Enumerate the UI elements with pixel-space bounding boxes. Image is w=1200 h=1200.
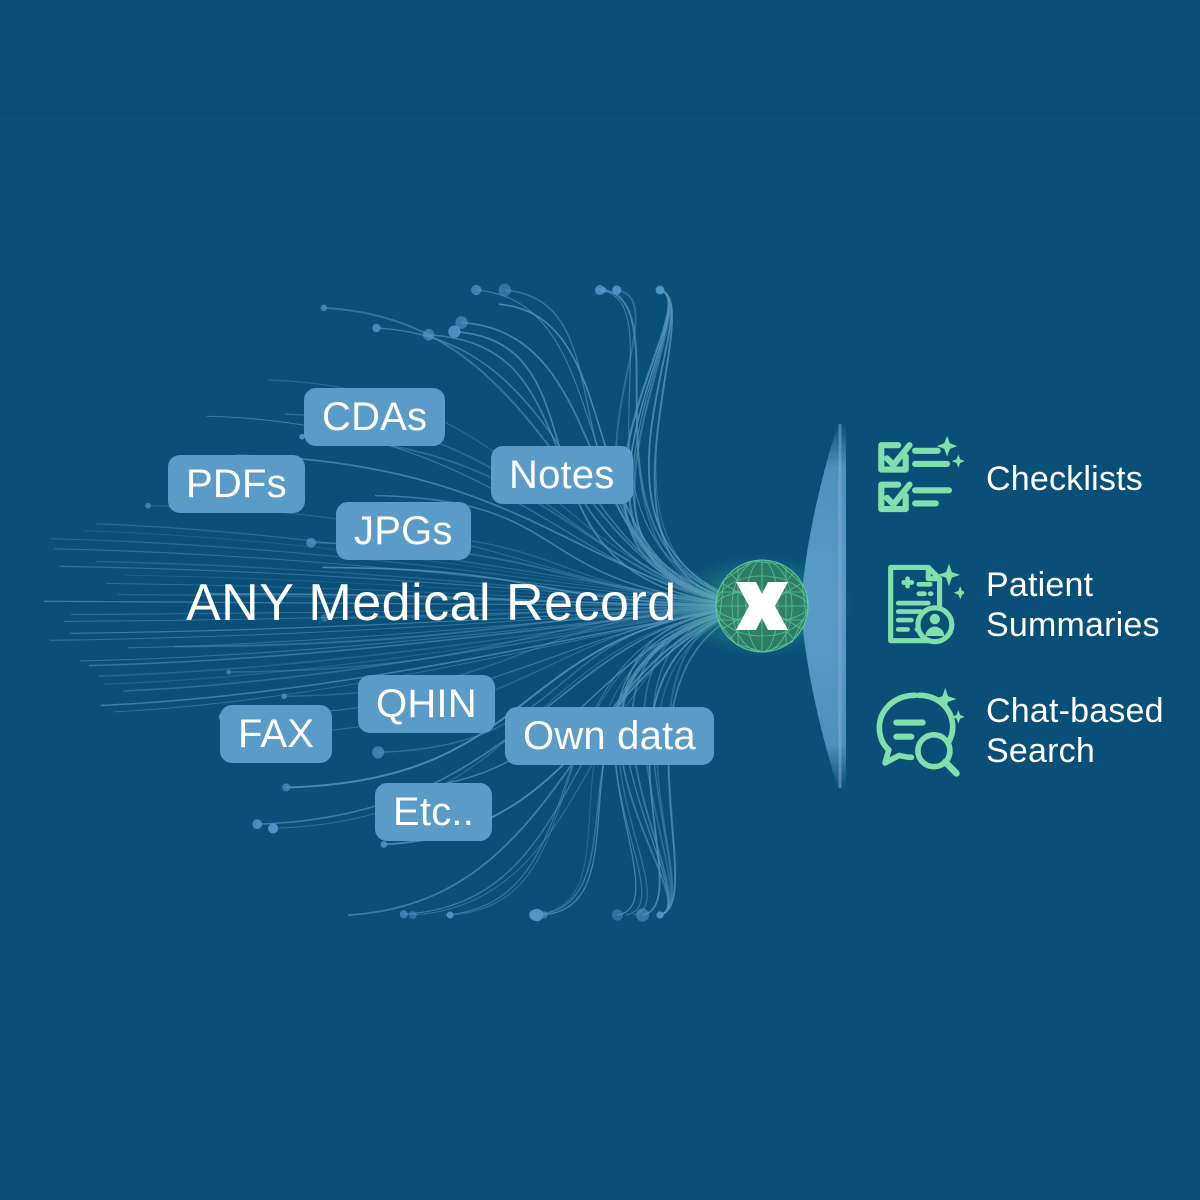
source-pill-own-data[interactable]: Own data (505, 707, 714, 765)
source-line-endpoint-dot (299, 433, 305, 440)
source-line-endpoint-dot (408, 910, 417, 920)
source-line-endpoint-dot (281, 693, 287, 700)
source-line-endpoint-dot (282, 783, 291, 792)
page-title: ANY Medical Record (186, 574, 677, 632)
checklist-sparkle-icon (870, 432, 965, 526)
source-line-endpoint-dot (498, 283, 512, 297)
source-line-endpoint-dot (252, 819, 263, 830)
source-line (613, 606, 754, 916)
source-line-endpoint-dot (448, 325, 461, 338)
source-line-endpoint-dot (320, 613, 329, 622)
source-line-endpoint-dot (540, 911, 548, 919)
source-line-endpoint-dot (372, 323, 381, 333)
source-pill-qhin[interactable]: QHIN (358, 675, 495, 733)
top-divider (0, 118, 1200, 119)
source-line (631, 606, 754, 916)
source-pill-etc[interactable]: Etc.. (375, 783, 493, 841)
source-line (617, 606, 754, 916)
source-line-endpoint-dot (594, 285, 605, 295)
source-line (537, 605, 754, 916)
source-line-endpoint-dot (635, 908, 650, 922)
source-line (286, 605, 754, 789)
source-pill-jpgs[interactable]: JPGs (336, 502, 471, 560)
source-line (534, 606, 754, 916)
source-line-endpoint-dot (399, 910, 408, 919)
source-line (543, 606, 754, 916)
source-pill-fax[interactable]: FAX (220, 705, 333, 763)
source-line-endpoint-dot (306, 537, 317, 548)
source-line (599, 289, 754, 606)
source-line-endpoint-dot (372, 746, 385, 759)
source-line (207, 592, 754, 607)
source-line (619, 606, 754, 916)
source-line-endpoint-dot (471, 284, 482, 296)
source-line-endpoint-dot (145, 502, 151, 509)
top-band (0, 0, 1200, 118)
source-line-endpoint-dot (380, 841, 388, 848)
source-line-endpoint-dot (455, 316, 468, 329)
source-line (374, 494, 754, 607)
source-line-endpoint-dot (225, 669, 232, 675)
source-line (504, 289, 754, 606)
source-line-endpoint-dot (446, 911, 454, 919)
source-line (450, 606, 754, 916)
source-line (322, 566, 754, 607)
feature-label-checklists: Checklists (986, 459, 1143, 498)
output-feature-list: Checklists (870, 432, 1200, 810)
source-pill-notes[interactable]: Notes (491, 446, 633, 504)
source-line-endpoint-dot (656, 286, 664, 294)
feature-checklists[interactable]: Checklists (870, 432, 1200, 526)
source-line-endpoint-dot (612, 285, 622, 295)
source-line-endpoint-dot (529, 909, 541, 921)
source-line-endpoint-dot (268, 823, 279, 834)
patient-summary-document-icon (870, 558, 967, 652)
source-line (614, 606, 754, 916)
source-line (403, 606, 754, 915)
chat-search-icon (870, 684, 965, 778)
source-line-endpoint-dot (611, 909, 624, 921)
source-pill-pdfs[interactable]: PDFs (168, 455, 305, 513)
source-line-endpoint-dot (422, 329, 435, 341)
source-pill-cdas[interactable]: CDAs (304, 388, 446, 446)
source-line-endpoint-dot (656, 911, 664, 919)
source-line-endpoint-dot (320, 304, 328, 312)
source-line (228, 605, 754, 673)
